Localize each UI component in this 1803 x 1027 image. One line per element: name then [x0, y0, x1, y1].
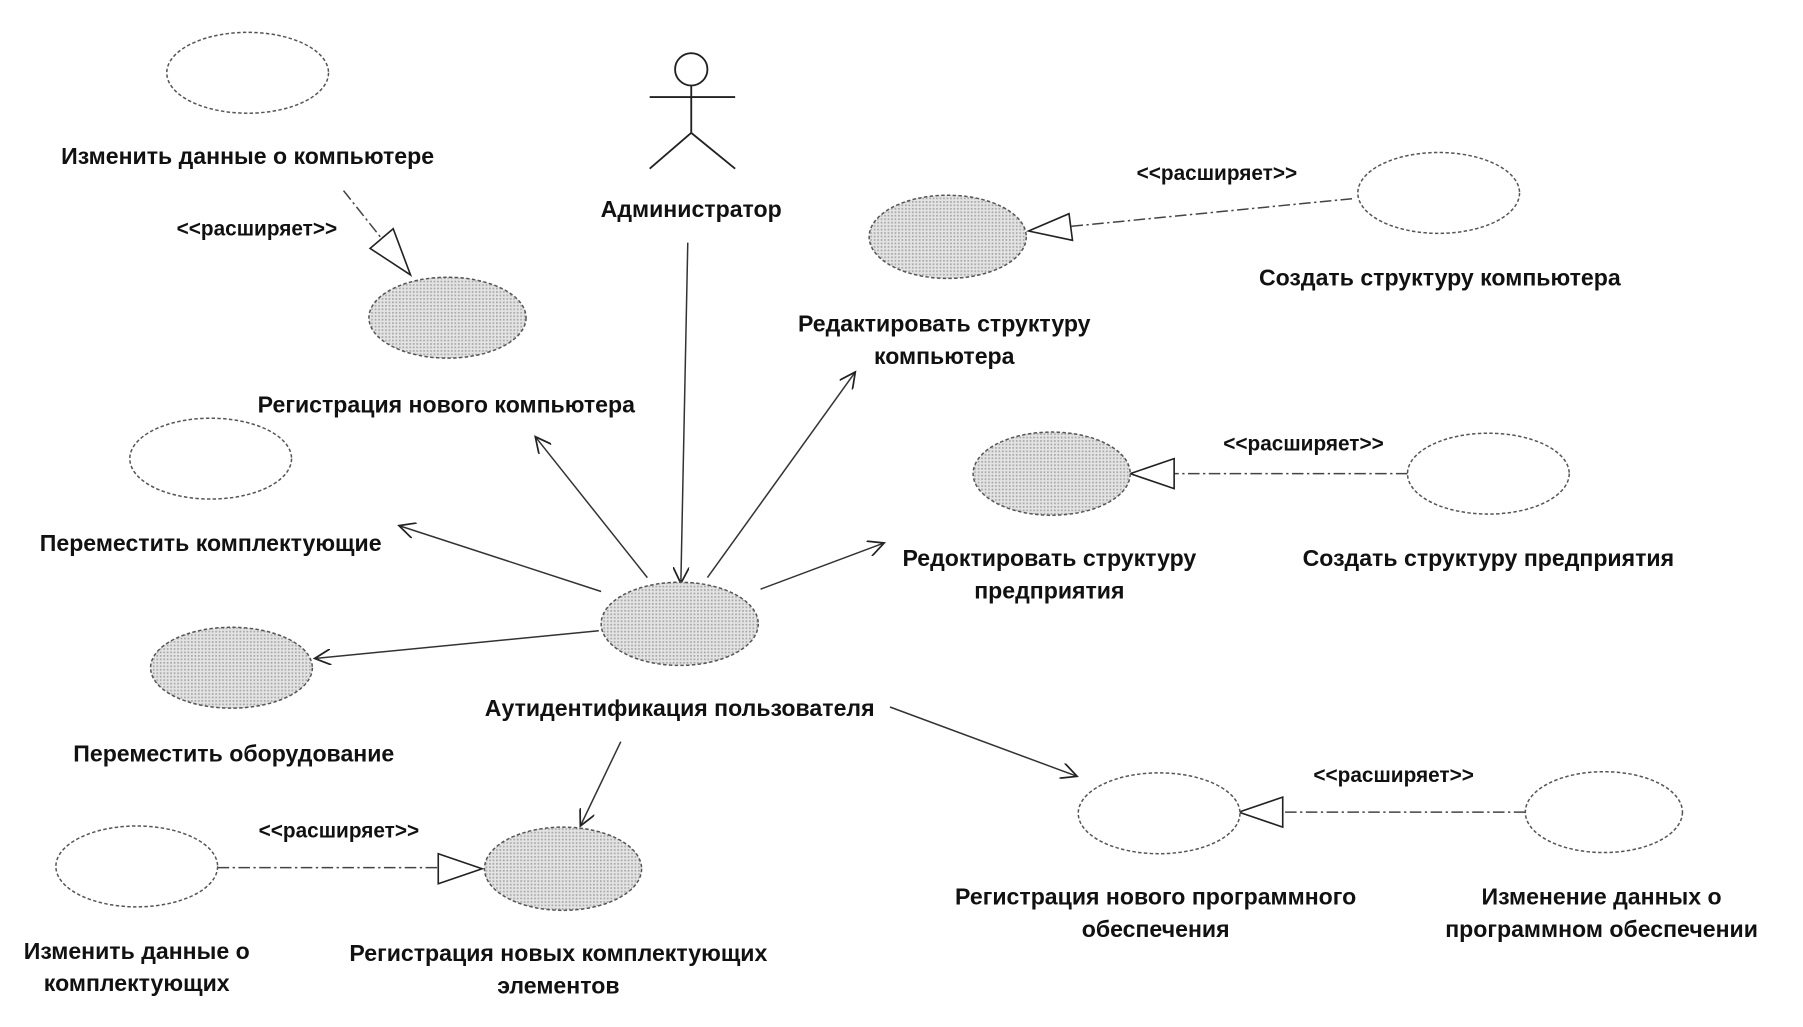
use-case-label: комплектующих	[44, 970, 230, 996]
use-case-move-equipment[interactable]: Переместить оборудование	[73, 626, 394, 766]
use-case-edit-enterprise-structure[interactable]: Редоктировать структуру предприятия	[902, 431, 1196, 603]
use-case-ellipse	[1524, 770, 1684, 854]
use-case-label: Создать структуру предприятия	[1303, 545, 1675, 571]
association-register-software	[889, 706, 1077, 776]
association-edit-computer-structure	[706, 372, 855, 579]
extend-arrowhead	[368, 227, 413, 277]
extend-arrowhead	[437, 852, 485, 885]
use-case-ellipse	[868, 194, 1028, 280]
extend-label: <<расширяет>>	[1223, 433, 1383, 456]
use-case-ellipse	[149, 626, 314, 709]
actor-head	[674, 52, 709, 87]
use-case-label: предприятия	[974, 577, 1124, 603]
extend-label: <<расширяет>>	[1137, 162, 1297, 185]
use-case-ellipse	[368, 276, 527, 359]
use-case-ellipse	[600, 581, 760, 667]
use-cases: Изменить данные о компьютереРегистрация …	[24, 31, 1758, 998]
use-case-ellipse	[483, 826, 643, 912]
association-move-equipment	[315, 630, 599, 659]
extend-arrowhead	[1025, 212, 1074, 242]
actor-label: Администратор	[601, 196, 782, 222]
use-case-label: Переместить комплектующие	[40, 530, 382, 556]
use-case-label: Изменение данных о	[1482, 884, 1722, 910]
use-case-label: программном обеспечении	[1445, 916, 1758, 942]
use-case-edit-software-data[interactable]: Изменение данных о программном обеспечени…	[1445, 770, 1758, 942]
use-case-label: элементов	[497, 972, 619, 998]
use-case-label: компьютера	[874, 343, 1015, 369]
use-case-ellipse	[972, 431, 1131, 516]
use-case-authentication[interactable]: Аутидентификация пользователя	[485, 581, 875, 721]
extend-label: <<расширяет>>	[259, 820, 419, 843]
use-case-edit-computer-data[interactable]: Изменить данные о компьютере	[61, 31, 434, 169]
use-case-register-computer[interactable]: Регистрация нового компьютера	[258, 276, 635, 417]
extend-arrowhead	[1236, 795, 1284, 829]
use-case-edit-components-data[interactable]: Изменить данные о комплектующих	[24, 825, 250, 996]
use-case-register-software[interactable]: Регистрация нового программного обеспечен…	[955, 772, 1356, 942]
association-register-computer	[535, 437, 648, 579]
use-case-register-components[interactable]: Регистрация новых комплектующих элементов	[349, 826, 768, 998]
use-case-label: Регистрация нового программного	[955, 884, 1356, 910]
use-case-ellipse	[1357, 151, 1521, 235]
use-case-label: Редоктировать структуру	[902, 545, 1196, 571]
use-case-create-computer-structure[interactable]: Создать структуру компьютера	[1259, 151, 1621, 290]
use-case-ellipse	[1406, 432, 1570, 515]
association-move-components	[399, 526, 602, 593]
extend-relations: <<расширяет>> <<расширяет>> <<расширяет>…	[177, 162, 1526, 885]
extend-label: <<расширяет>>	[1313, 764, 1473, 787]
use-case-ellipse	[55, 825, 219, 908]
use-case-label: Создать структуру компьютера	[1259, 264, 1621, 290]
use-case-label: Переместить оборудование	[73, 740, 394, 766]
use-case-label: Аутидентификация пользователя	[485, 695, 875, 721]
use-case-ellipse	[166, 31, 330, 114]
use-case-ellipse	[129, 417, 293, 500]
actor-administrator[interactable]: Администратор	[601, 52, 782, 222]
extend-label: <<расширяет>>	[177, 218, 337, 241]
use-case-label: Регистрация нового компьютера	[258, 391, 635, 417]
use-case-label: обеспечения	[1082, 916, 1230, 942]
use-case-label: Изменить данные о	[24, 938, 250, 964]
use-case-label: Изменить данные о компьютере	[61, 143, 434, 169]
extend-arrowhead	[1127, 457, 1175, 490]
use-case-label: Регистрация новых комплектующих	[349, 940, 767, 966]
use-case-label: Редактировать структуру	[798, 311, 1091, 337]
associations	[315, 242, 1077, 826]
use-case-edit-computer-structure[interactable]: Редактировать структуру компьютера	[798, 194, 1091, 369]
use-case-create-enterprise-structure[interactable]: Создать структуру предприятия	[1303, 432, 1675, 571]
association-admin-auth	[681, 242, 688, 584]
association-register-components	[580, 741, 622, 826]
use-case-ellipse	[1077, 772, 1241, 855]
association-edit-enterprise-structure	[760, 543, 885, 590]
use-case-move-components[interactable]: Переместить комплектующие	[40, 417, 382, 556]
